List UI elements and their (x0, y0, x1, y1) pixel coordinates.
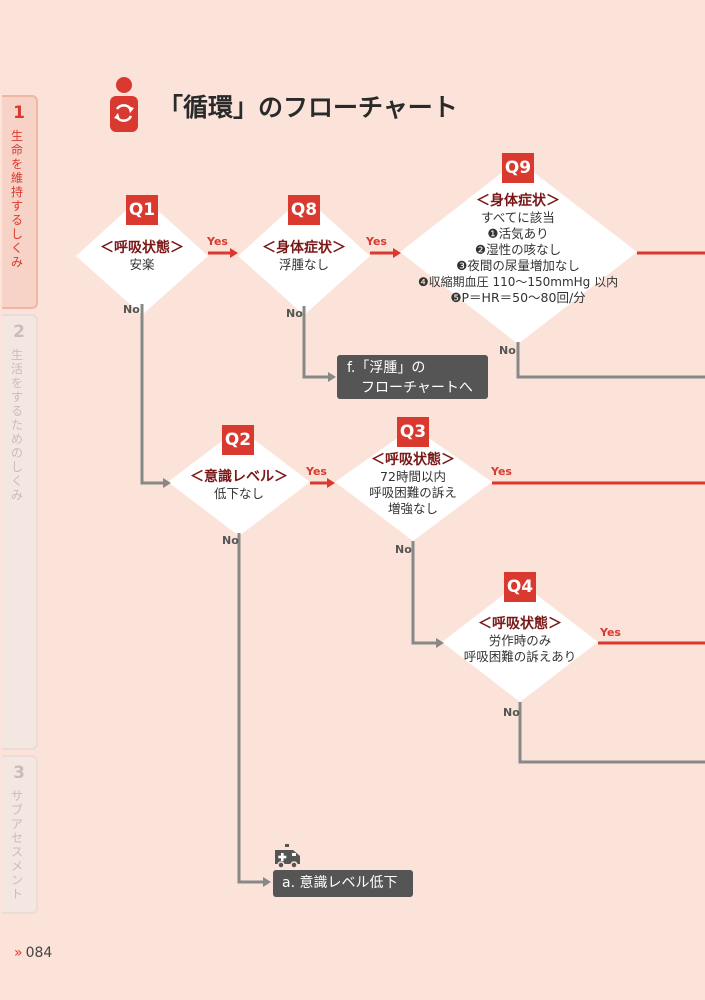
q9-text: ＜身体症状＞ すべてに該当 ❶活気あり ❷湿性の咳なし ❸夜間の尿量増加なし ❹… (398, 193, 638, 306)
q3-heading: ＜呼吸状態＞ (371, 452, 455, 468)
q1-line-1: 安楽 (129, 257, 155, 272)
outcome-f-line-2: フローチャートへ (361, 380, 473, 396)
q3-line-3: 増強なし (387, 501, 438, 516)
q1-badge: Q1 (126, 195, 158, 225)
q9-line-2: ❶活気あり (487, 226, 549, 241)
q3-diamond (335, 427, 492, 541)
q2-badge: Q2 (222, 425, 254, 455)
outcome-f-edema-flowchart[interactable]: f.「浮腫」の フローチャートへ (337, 355, 488, 399)
q9-no-label: No (499, 344, 516, 357)
yes-connectors (208, 251, 705, 645)
q2-yes-label: Yes (306, 465, 327, 478)
q3-text: ＜呼吸状態＞ 72時間以内 呼吸困難の訴え 増強なし (343, 452, 483, 517)
side-tab-3[interactable]: 3 サブアセスメント (2, 755, 38, 914)
q8-line-1: 浮腫なし (278, 257, 329, 272)
q2-line-1: 低下なし (213, 486, 264, 501)
no-connectors (140, 304, 705, 884)
q2-diamond (168, 428, 310, 536)
side-tab-2-label: 生活をするためのしくみ (11, 348, 24, 502)
q4-badge: Q4 (504, 572, 536, 602)
page-title: 「循環」のフローチャート (158, 93, 458, 122)
q3-no-label: No (395, 543, 412, 556)
q2-no-label: No (222, 534, 239, 547)
circulation-person-icon (110, 77, 138, 132)
q4-text: ＜呼吸状態＞ 労作時のみ 呼吸困難の訴えあり (445, 616, 595, 665)
q1-yes-label: Yes (207, 235, 228, 248)
page-number: »084 (14, 945, 52, 961)
no-arrowheads (163, 372, 444, 887)
q4-yes-label: Yes (600, 626, 621, 639)
q1-heading: ＜呼吸状態＞ (100, 240, 184, 256)
q4-no-label: No (503, 706, 520, 719)
side-tab-2-number: 2 (13, 322, 25, 342)
side-tab-1[interactable]: 1 生命を維持するしくみ (2, 95, 38, 309)
q9-line-4: ❸夜間の尿量増加なし (456, 258, 580, 273)
q8-yes-label: Yes (366, 235, 387, 248)
side-tab-3-label: サブアセスメント (11, 789, 24, 901)
q3-line-2: 呼吸困難の訴え (369, 485, 457, 500)
q8-heading: ＜身体症状＞ (262, 240, 346, 256)
q9-line-1: すべてに該当 (481, 210, 555, 225)
q9-diamond (400, 160, 637, 344)
yes-arrowheads (230, 248, 401, 488)
page-number-value: 084 (25, 945, 53, 961)
ambulance-icon (275, 844, 300, 868)
q2-heading: ＜意識レベル＞ (190, 469, 288, 485)
q1-text: ＜呼吸状態＞ 安楽 (76, 240, 208, 273)
outcome-a-consciousness-decrease[interactable]: a. 意識レベル低下 (273, 870, 413, 897)
q1-no-label: No (123, 303, 140, 316)
q9-heading: ＜身体症状＞ (476, 193, 560, 209)
q8-diamond (238, 196, 370, 315)
q9-line-5: ❹収縮期血圧 110～150mmHg 以内 (417, 275, 619, 289)
q4-diamond (442, 582, 598, 702)
q4-heading: ＜呼吸状態＞ (478, 616, 562, 632)
page-chevron-icon: » (14, 945, 23, 961)
side-tab-1-label: 生命を維持するしくみ (11, 129, 24, 269)
diamond-shapes (76, 160, 637, 702)
side-tab-1-number: 1 (13, 103, 25, 123)
q8-text: ＜身体症状＞ 浮腫なし (238, 240, 370, 273)
outcome-f-line-1: f.「浮腫」の (347, 360, 426, 376)
q8-no-label: No (286, 307, 303, 320)
q2-text: ＜意識レベル＞ 低下なし (168, 469, 310, 502)
q4-line-2: 呼吸困難の訴えあり (463, 649, 577, 664)
q3-yes-label: Yes (491, 465, 512, 478)
q4-line-1: 労作時のみ (488, 633, 552, 648)
q1-diamond (76, 196, 208, 315)
q9-line-6: ❺P＝HR＝50～80回/分 (450, 290, 586, 305)
q8-badge: Q8 (288, 195, 320, 225)
q3-badge: Q3 (397, 417, 429, 447)
q3-line-1: 72時間以内 (380, 469, 446, 484)
side-tab-2[interactable]: 2 生活をするためのしくみ (2, 314, 38, 750)
side-tab-3-number: 3 (13, 763, 25, 783)
q9-line-3: ❷湿性の咳なし (474, 242, 562, 257)
q9-badge: Q9 (502, 153, 534, 183)
